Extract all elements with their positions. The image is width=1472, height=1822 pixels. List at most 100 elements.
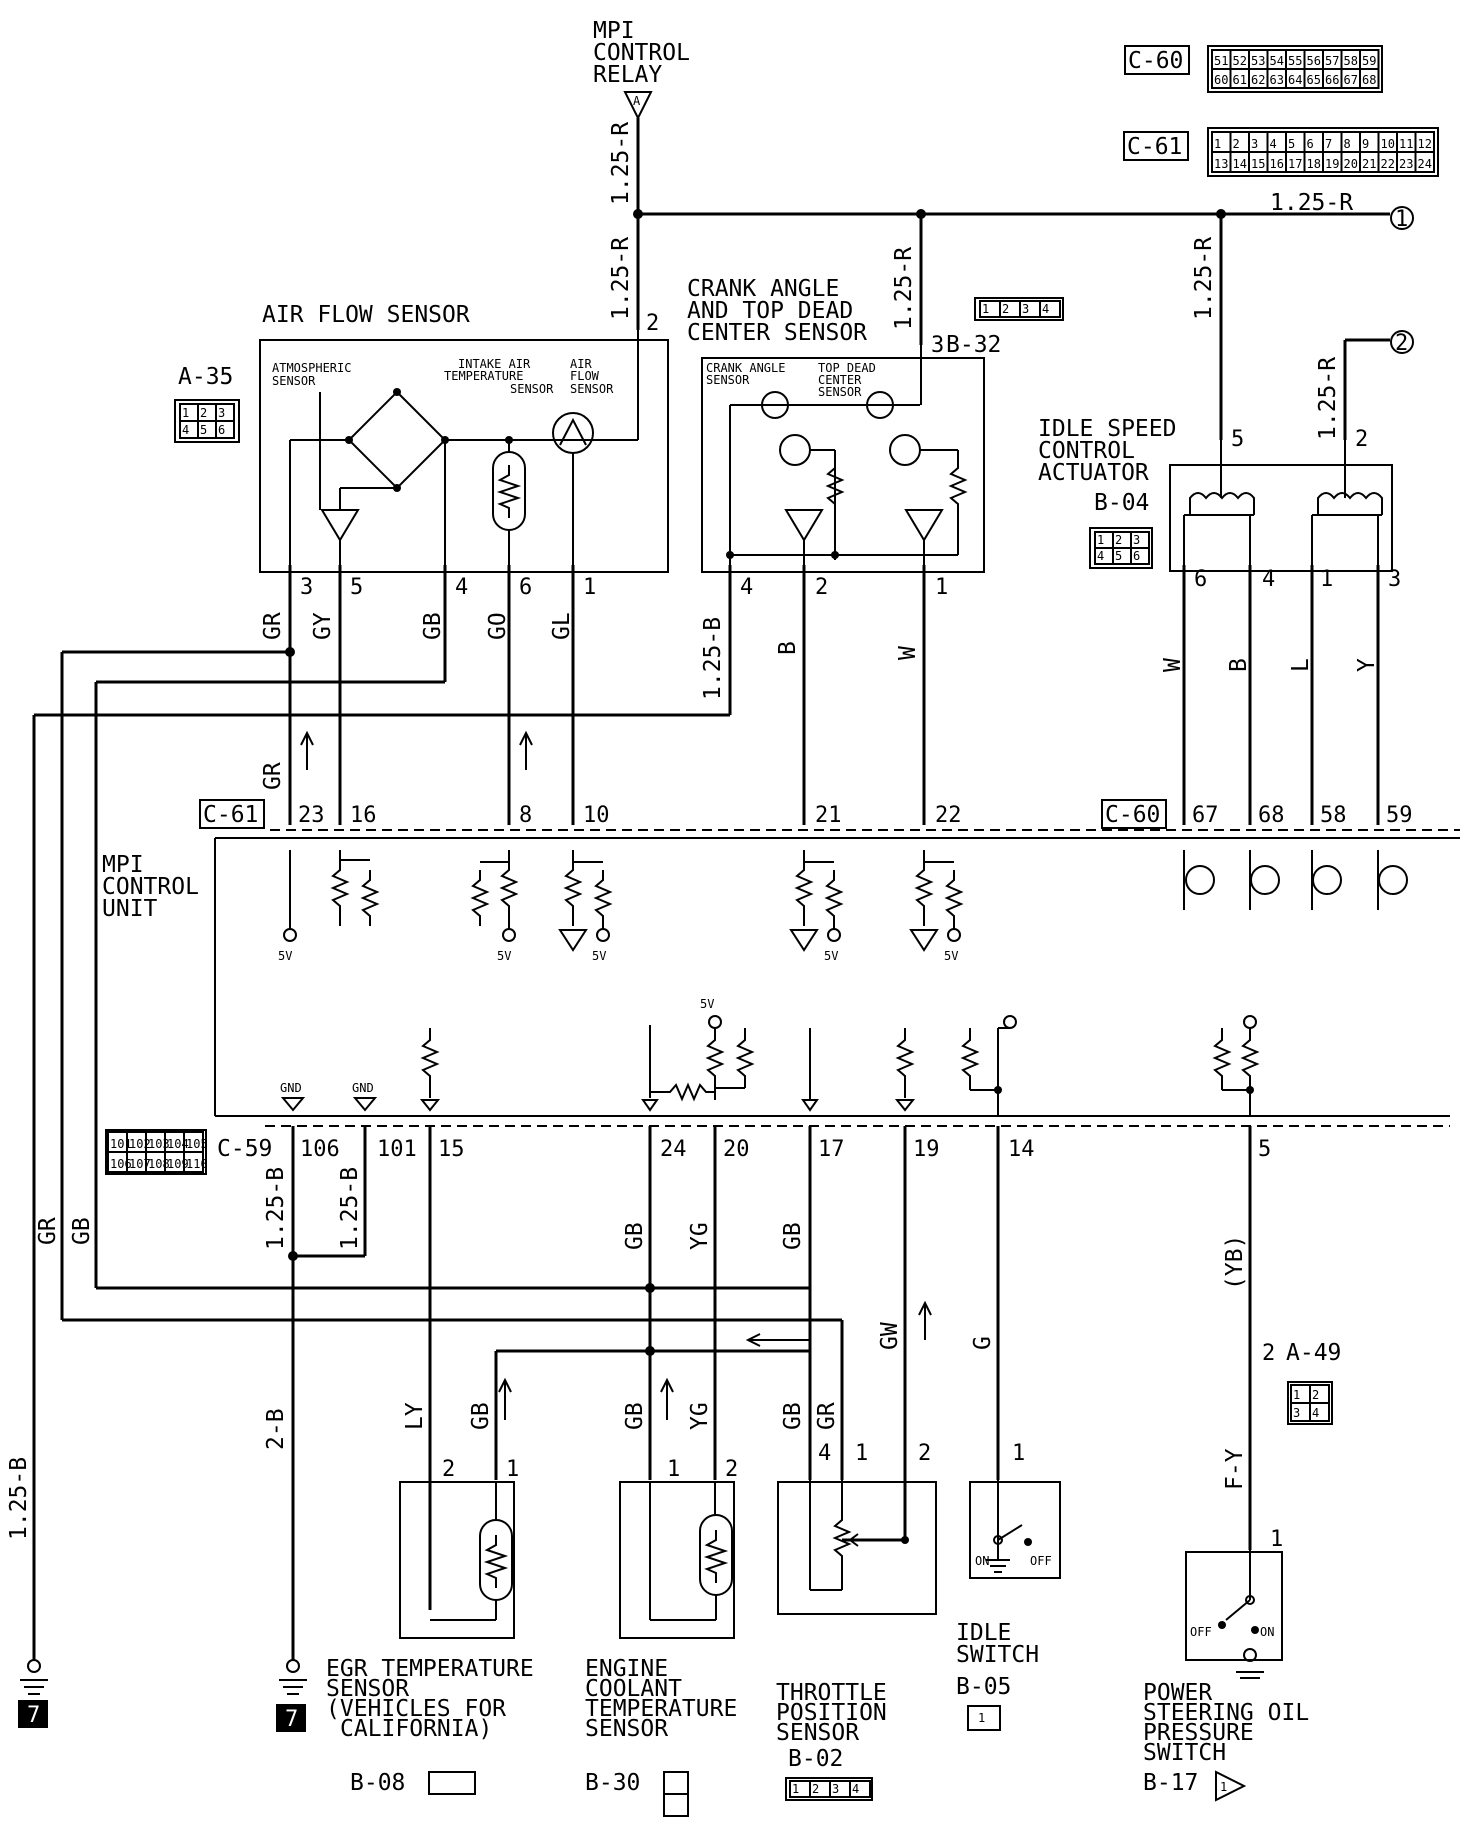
svg-text:1: 1	[935, 575, 948, 600]
svg-text:GB: GB	[468, 1402, 494, 1430]
relay-label-3: RELAY	[593, 62, 662, 88]
b04-pin: 4	[1097, 549, 1104, 563]
coolant-temp-sensor: 1 2	[619, 1457, 738, 1639]
svg-text:1.25-B: 1.25-B	[263, 1167, 289, 1250]
svg-text:1: 1	[978, 1711, 985, 1725]
c61-pin: 21	[1362, 157, 1376, 171]
svg-text:GND: GND	[352, 1081, 374, 1095]
c59-pin: 105	[186, 1137, 208, 1151]
relay-terminal-tag: A	[633, 94, 641, 108]
b32-cell	[1039, 300, 1061, 318]
c61-pin: 24	[1418, 157, 1432, 171]
c60-pin: 54	[1270, 54, 1284, 68]
svg-text:COOLANT: COOLANT	[585, 1676, 682, 1702]
c60-cell	[1359, 68, 1380, 89]
svg-text:B-04: B-04	[1094, 490, 1149, 516]
c61-cell	[1414, 151, 1435, 173]
svg-text:F-Y: F-Y	[1222, 1448, 1248, 1490]
svg-text:LY: LY	[402, 1402, 428, 1430]
air-flow-sensor: AIR FLOW SENSOR ATMOSPHERIC SENSOR INTAK…	[259, 302, 669, 573]
c61-pin: 4	[1270, 137, 1277, 151]
a35-cell	[215, 420, 235, 439]
svg-text:GB: GB	[69, 1217, 95, 1245]
b32-pin: 2	[1002, 302, 1009, 316]
svg-text:SENSOR: SENSOR	[585, 1716, 668, 1742]
lower-wires: 1.25-B 1.25-B 2-B LY GB GB YG YG GB GB G…	[263, 1126, 1252, 1660]
svg-text:23: 23	[298, 803, 325, 828]
svg-text:2-B: 2-B	[263, 1408, 289, 1450]
a49-pin: 1	[1293, 1388, 1300, 1402]
svg-text:6: 6	[519, 575, 532, 600]
svg-text:GR: GR	[814, 1402, 840, 1430]
c60-pin: 53	[1251, 54, 1265, 68]
svg-text:4: 4	[740, 575, 753, 600]
c61-pin: 22	[1381, 157, 1395, 171]
transistor-icon	[1312, 865, 1342, 895]
phototransistor-icon	[779, 434, 811, 466]
svg-text:1: 1	[667, 1457, 680, 1482]
c60-pin: 56	[1307, 54, 1321, 68]
svg-text:2: 2	[1262, 1341, 1275, 1366]
svg-text:TOP DEAD: TOP DEAD	[818, 361, 876, 375]
svg-text:W: W	[895, 646, 921, 660]
svg-text:2: 2	[442, 1457, 455, 1482]
svg-text:67: 67	[1192, 803, 1219, 828]
c60-pin: 66	[1325, 73, 1339, 87]
c60-pin: 52	[1233, 54, 1247, 68]
svg-text:5V: 5V	[700, 997, 714, 1011]
svg-text:AND TOP DEAD: AND TOP DEAD	[687, 298, 853, 324]
c60-pin: 60	[1214, 73, 1228, 87]
svg-text:TEMPERATURE: TEMPERATURE	[444, 369, 523, 383]
c59-pin: 110	[186, 1157, 208, 1171]
svg-text:2: 2	[815, 575, 828, 600]
a49-pin: 4	[1312, 1406, 1319, 1420]
b32-pin: 4	[1042, 302, 1049, 316]
upper-wires: GR GR GR GY GB GB GO GL 1.25-B 1.25-B B …	[6, 565, 1380, 1660]
svg-text:ENGINE: ENGINE	[585, 1656, 668, 1682]
svg-text:14: 14	[1008, 1137, 1035, 1162]
relay-terminal-icon	[623, 91, 653, 121]
svg-text:ON: ON	[1260, 1625, 1274, 1639]
svg-text:1: 1	[1012, 1441, 1025, 1466]
c60-pin: 62	[1251, 73, 1265, 87]
svg-text:SWITCH: SWITCH	[956, 1642, 1039, 1668]
svg-text:B: B	[775, 641, 801, 655]
top-bus: 1 1.25-R 1.25-R 1.25-R 1.25-R 1.25-R 2 1…	[608, 118, 1414, 440]
b02-cell	[849, 1780, 871, 1798]
a49-pin: 2	[1312, 1388, 1319, 1402]
a35-pin: 3	[218, 406, 225, 420]
svg-text:B-05: B-05	[956, 1674, 1011, 1700]
b04-pin: 1	[1097, 533, 1104, 547]
b02-pin: 4	[852, 1782, 859, 1796]
c61-pin: 23	[1399, 157, 1413, 171]
svg-text:CENTER SENSOR: CENTER SENSOR	[687, 320, 867, 346]
c61-pin: 1	[1214, 137, 1221, 151]
c60-pin: 67	[1344, 73, 1358, 87]
svg-text:B-30: B-30	[585, 1770, 640, 1796]
svg-text:TEMPERATURE: TEMPERATURE	[585, 1696, 737, 1722]
svg-text:CENTER: CENTER	[818, 373, 862, 387]
afs-pins: 3 5 4 6 1 2	[300, 311, 659, 600]
c61-pin: 13	[1214, 157, 1228, 171]
svg-text:19: 19	[913, 1137, 940, 1162]
b04-pin: 5	[1115, 549, 1122, 563]
svg-text:CRANK ANGLE: CRANK ANGLE	[687, 276, 839, 302]
b04-pin: 2	[1115, 533, 1122, 547]
svg-text:1: 1	[583, 575, 596, 600]
svg-text:22: 22	[935, 803, 962, 828]
svg-text:A-49: A-49	[1286, 1340, 1341, 1366]
c61-pin: 18	[1307, 157, 1321, 171]
wire-label-isc-r5: 1.25-R	[1191, 237, 1217, 320]
coil-icon	[1317, 492, 1383, 515]
svg-text:POWER: POWER	[1143, 1680, 1212, 1706]
a35-pin: 2	[200, 406, 207, 420]
svg-text:CRANK ANGLE: CRANK ANGLE	[706, 361, 785, 375]
circle-ref-2-label: 2	[1395, 331, 1408, 356]
svg-text:106: 106	[300, 1137, 340, 1162]
svg-text:ACTUATOR: ACTUATOR	[1038, 460, 1149, 486]
c60-pin: 58	[1344, 54, 1358, 68]
svg-text:GR: GR	[260, 612, 286, 640]
svg-text:OFF: OFF	[1190, 1625, 1212, 1639]
